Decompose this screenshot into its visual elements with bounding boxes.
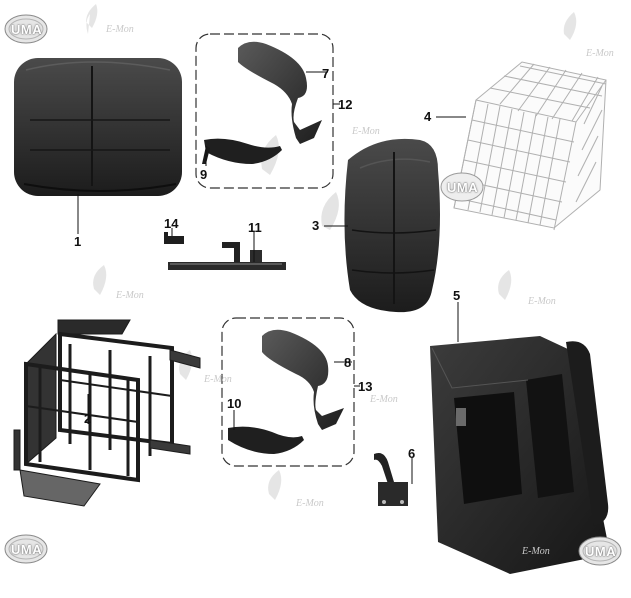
- callout-6: 6: [408, 446, 416, 461]
- part-10-bracket-lower: [228, 426, 304, 454]
- logo-badge-icon: [440, 172, 484, 202]
- logo-badge-icon: [578, 536, 622, 566]
- part-14-clip: [164, 232, 184, 244]
- watermark-text: E-Mon: [528, 296, 556, 307]
- watermark-text: E-Mon: [204, 374, 232, 385]
- watermark-text: E-Mon: [116, 290, 144, 301]
- logo-badge-icon: [4, 534, 48, 564]
- brand-logo-mid-right: UMA: [440, 172, 484, 202]
- brand-logo-top-left: UMA: [4, 14, 48, 44]
- brand-logo-bottom-left: UMA: [4, 534, 48, 564]
- callout-2: 2: [84, 411, 92, 426]
- part-4-wire-basket: [453, 61, 607, 231]
- callout-10: 10: [227, 396, 242, 411]
- callout-7: 7: [322, 66, 330, 81]
- logo-badge-icon: [4, 14, 48, 44]
- logo-text: UMA: [11, 542, 43, 557]
- callout-5: 5: [453, 288, 461, 303]
- callout-4: 4: [424, 109, 432, 124]
- logo-text: UMA: [585, 544, 617, 559]
- group-box-13: [221, 317, 355, 467]
- watermark-text: E-Mon: [586, 48, 614, 59]
- logo-text: UMA: [447, 180, 479, 195]
- watermark-text: E-Mon: [370, 394, 398, 405]
- part-8-armrest-lower: [262, 329, 344, 430]
- callout-13: 13: [358, 379, 373, 394]
- callout-9: 9: [200, 167, 208, 182]
- callout-1: 1: [74, 234, 82, 249]
- logo-text: UMA: [11, 22, 43, 37]
- part-11-slide-rail: [168, 242, 286, 270]
- part-2-seat-frame: [13, 319, 201, 507]
- callout-3: 3: [312, 218, 320, 233]
- part-7-armrest-upper: [238, 41, 322, 144]
- callout-11: 11: [248, 220, 262, 235]
- callout-14: 14: [164, 216, 179, 231]
- part-3-backrest-cushion: [344, 138, 440, 313]
- part-5-storage-tray: [430, 336, 610, 574]
- leader-lines: [77, 71, 466, 484]
- part-6-latch: [374, 453, 408, 506]
- watermark-text: E-Mon: [522, 546, 550, 557]
- callout-8: 8: [344, 355, 352, 370]
- brand-logo-bottom-right: UMA: [578, 536, 622, 566]
- watermark-text: E-Mon: [296, 498, 324, 509]
- part-1-seat-cushion: [14, 58, 182, 196]
- watermark-text: E-Mon: [352, 126, 380, 137]
- callout-12: 12: [338, 97, 353, 112]
- watermark-text: E-Mon: [106, 24, 134, 35]
